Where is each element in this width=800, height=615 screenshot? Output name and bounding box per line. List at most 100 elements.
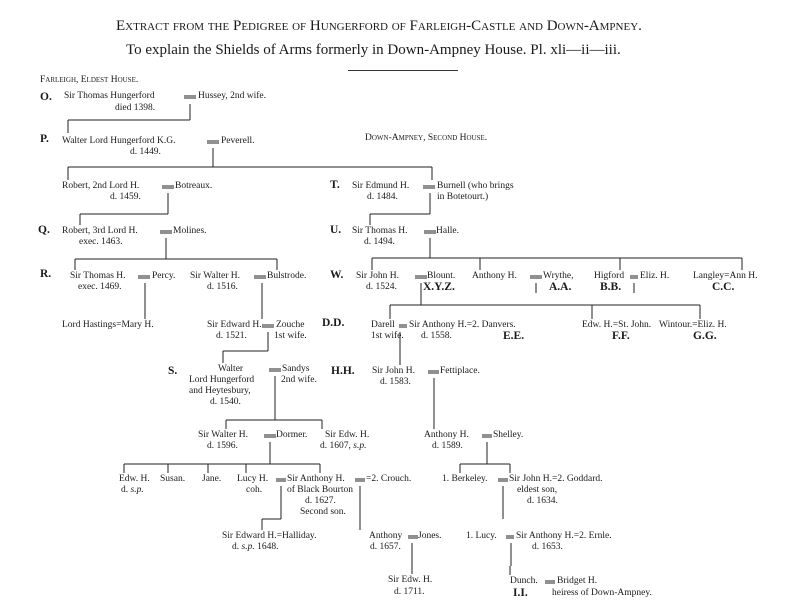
spouse-botreaux: Botreaux. <box>175 181 213 191</box>
person-anthony-h-wrythe: Anthony H. <box>472 271 517 281</box>
person-anthony-h-1589: Anthony H. <box>424 430 469 440</box>
death-1516: d. 1516. <box>207 282 238 292</box>
person-walter: Walter <box>218 364 244 374</box>
sandys-2nd-wife: 2nd wife. <box>281 375 317 385</box>
person-susan: Susan. <box>160 474 186 484</box>
person-sir-edward-h-halliday: Sir Edward H.=Halliday. <box>222 531 317 541</box>
spouse-burnell: Burnell (who brings <box>437 181 514 191</box>
shield-ii: I.I. <box>513 587 528 599</box>
death-1398: died 1398. <box>115 103 156 113</box>
death-1583: d. 1583. <box>380 377 411 387</box>
person-robert-2nd-lord: Robert, 2nd Lord H. <box>62 181 140 191</box>
spouse-blount: Blount. <box>427 271 456 281</box>
eldest-son: eldest son, <box>517 485 558 495</box>
of-black-bourton: of Black Bourton <box>287 485 353 495</box>
spouse-zouche: Zouche <box>276 320 305 330</box>
spouse-molines: Molines. <box>173 226 207 236</box>
person-sir-anthony-h-1653: Sir Anthony H.=2. Ernle. <box>516 531 612 541</box>
person-anthony-jones: Anthony <box>369 531 403 541</box>
exec-1463: exec. 1463. <box>79 237 123 247</box>
spouse-percy: Percy. <box>152 271 176 281</box>
gen-O: O. <box>40 91 52 103</box>
gen-W: W. <box>330 269 344 281</box>
person-lucy-1: 1. Lucy. <box>466 531 497 541</box>
lucy-coh: coh. <box>246 485 263 495</box>
person-sir-thomas-h: Sir Thomas H. <box>70 271 126 281</box>
person-sir-anthony-h-1558: Sir Anthony H.=2. Danvers. <box>409 320 516 330</box>
exec-1469: exec. 1469. <box>78 282 122 292</box>
down-ampney-heading: Down-Ampney, Second House. <box>365 133 488 143</box>
person-sir-anthony-h-black-bourton: Sir Anthony H. <box>287 474 345 484</box>
person-eliz-h: Eliz. H. <box>640 271 670 281</box>
shield-xyz: X.Y.Z. <box>423 281 455 293</box>
person-bridget-h: Bridget H. <box>557 576 598 586</box>
shield-ff: F.F. <box>612 330 630 342</box>
shield-cc: C.C. <box>712 281 735 293</box>
death-1657: d. 1657. <box>370 542 401 552</box>
gen-HH: H.H. <box>331 365 355 377</box>
title-line-1: Extract from the Pedigree of Hungerford … <box>116 18 642 34</box>
person-lucy-h: Lucy H. <box>237 474 269 484</box>
death-1449: d. 1449. <box>130 147 161 157</box>
gen-S: S. <box>168 365 178 377</box>
person-langley-ann: Langley=Ann H. <box>693 271 758 281</box>
person-sir-thomas-h-1494: Sir Thomas H. <box>352 226 408 236</box>
person-walter-lord-hungerford: Walter Lord Hungerford K.G. <box>62 136 176 146</box>
person-sir-walter-h-1596: Sir Walter H. <box>198 430 248 440</box>
person-robert-3rd-lord: Robert, 3rd Lord H. <box>62 226 138 236</box>
person-sir-john-h-1524: Sir John H. <box>356 271 400 281</box>
zouche-1st-wife: 1st wife. <box>274 331 307 341</box>
person-lord-hastings: Lord Hastings=Mary H. <box>62 320 154 330</box>
shield-gg: G.G. <box>693 330 717 342</box>
death-1494: d. 1494. <box>364 237 395 247</box>
death-1459: d. 1459. <box>110 192 141 202</box>
gen-R: R. <box>40 268 52 280</box>
death-1558: d. 1558. <box>421 331 452 341</box>
person-higford: Higford <box>594 271 625 281</box>
spouse-shelley: Shelley. <box>493 430 524 440</box>
person-edw-h-st-john: Edw. H.=St. John. <box>582 320 652 330</box>
shield-bb: B.B. <box>600 281 622 293</box>
death-1711: d. 1711. <box>394 587 425 597</box>
gen-DD: D.D. <box>322 317 345 329</box>
spouse-bulstrode: Bulstrode. <box>267 271 307 281</box>
burnell-botetourt: in Botetourt.) <box>437 192 489 202</box>
person-sir-john-h-1634: Sir John H.=2. Goddard. <box>509 474 603 484</box>
person-sir-edward-h-1521: Sir Edward H. <box>207 320 262 330</box>
gen-P: P. <box>40 133 49 145</box>
person-sir-walter-h-1516: Sir Walter H. <box>190 271 240 281</box>
farleigh-heading: Farleigh, Eldest House. <box>40 75 139 85</box>
shield-aa: A.A. <box>549 281 572 293</box>
spouse-hussey: Hussey, 2nd wife. <box>198 91 266 101</box>
person-jane: Jane. <box>202 474 222 484</box>
spouse-fettiplace: Fettiplace. <box>440 366 480 376</box>
spouse-dormer: Dormer. <box>276 430 308 440</box>
death-1596: d. 1596. <box>207 441 238 451</box>
gen-T: T. <box>330 179 340 191</box>
person-berkeley: 1. Berkeley. <box>442 474 488 484</box>
person-darell: Darell <box>371 320 395 330</box>
person-sir-edmund-h: Sir Edmund H. <box>352 181 410 191</box>
person-sir-edw-h-1711: Sir Edw. H. <box>388 575 433 585</box>
death-1607: d. 1607, s.p. <box>320 441 367 451</box>
spouse-crouch: =2. Crouch. <box>366 474 412 484</box>
darell-1st-wife: 1st wife. <box>371 331 404 341</box>
death-1524: d. 1524. <box>366 282 397 292</box>
death-1627: d. 1627. <box>305 496 336 506</box>
heiress-down-ampney: heiress of Down-Ampney. <box>552 588 652 598</box>
second-son: Second son. <box>300 507 346 517</box>
death-1634: d. 1634. <box>527 496 558 506</box>
person-sir-edw-h-1607: Sir Edw. H. <box>325 430 370 440</box>
death-1484: d. 1484. <box>367 192 398 202</box>
gen-U: U. <box>330 224 342 236</box>
title-rule <box>348 70 458 71</box>
death-1521: d. 1521. <box>216 331 247 341</box>
person-thomas-hungerford: Sir Thomas Hungerford <box>64 91 155 101</box>
person-dunch: Dunch. <box>510 576 538 586</box>
spouse-sandys: Sandys <box>282 364 310 374</box>
walter-lord-hungerford: Lord Hungerford <box>189 375 255 385</box>
spouse-jones: Jones. <box>418 531 442 541</box>
death-1648: d. s.p. 1648. <box>232 542 279 552</box>
person-sir-john-h-1583: Sir John H. <box>372 366 416 376</box>
